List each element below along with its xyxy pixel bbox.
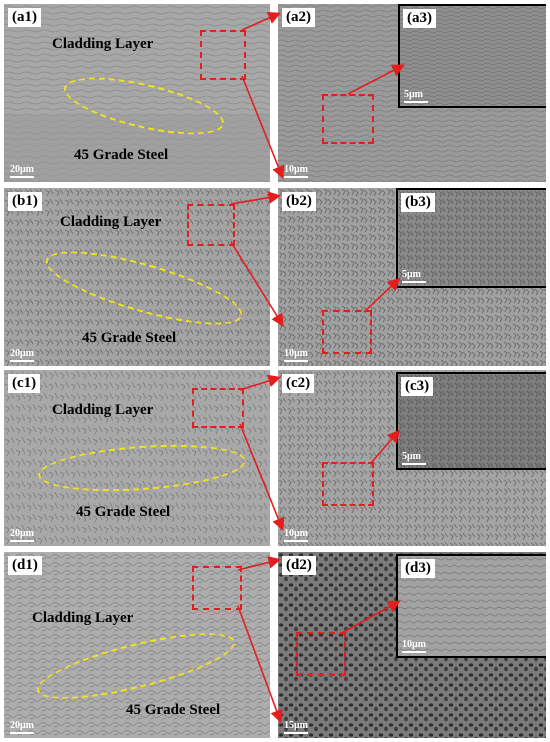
panel-tag: (c2): [282, 374, 315, 393]
cladding-layer-label: Cladding Layer: [52, 36, 154, 52]
inset-a3: (a3) 5μm: [398, 4, 546, 108]
inset-d3: (d3) 10μm: [396, 554, 546, 658]
zoom-region-box: [200, 30, 246, 80]
zoom-region-box: [322, 462, 374, 506]
scale-bar: 20μm: [10, 348, 34, 362]
scale-bar: 15μm: [284, 720, 308, 734]
cladding-layer-label: Cladding Layer: [60, 214, 162, 230]
panel-tag: (b2): [282, 192, 316, 211]
micrograph-texture: [4, 4, 270, 182]
panel-a1: (a1) Cladding Layer 45 Grade Steel 20μm: [4, 4, 270, 182]
panel-b2: (b2) 10μm (b3) 5μm: [278, 188, 546, 366]
row-b: (b1) Cladding Layer 45 Grade Steel 20μm …: [0, 188, 550, 366]
panel-tag: (c1): [8, 374, 41, 393]
inset-c3: (c3) 5μm: [396, 372, 546, 470]
scale-bar: 20μm: [10, 164, 34, 178]
panel-tag: (b3): [401, 193, 435, 212]
panel-tag: (a3): [403, 9, 436, 28]
panel-tag: (c3): [401, 377, 434, 396]
scale-bar: 20μm: [10, 720, 34, 734]
scale-bar: 10μm: [284, 528, 308, 542]
row-c: (c1) Cladding Layer 45 Grade Steel 20μm …: [0, 370, 550, 546]
panel-tag: (b1): [8, 192, 42, 211]
scale-bar: 5μm: [402, 269, 426, 283]
zoom-region-box: [192, 388, 244, 428]
panel-a2: (a2) 10μm (a3) 5μm: [278, 4, 546, 182]
row-a: (a1) Cladding Layer 45 Grade Steel 20μm …: [0, 4, 550, 182]
panel-c2: (c2) 10μm (c3) 5μm: [278, 370, 546, 546]
scale-bar: 5μm: [404, 89, 428, 103]
zoom-region-box: [296, 632, 346, 676]
panel-tag: (d1): [8, 556, 42, 575]
zoom-region-box: [322, 94, 374, 144]
panel-tag: (d3): [401, 559, 435, 578]
zoom-region-box: [187, 204, 235, 246]
cladding-layer-label: Cladding Layer: [32, 610, 134, 626]
panel-d2: (d2) 15μm (d3) 10μm: [278, 552, 546, 738]
row-d: (d1) Cladding Layer 45 Grade Steel 20μm …: [0, 552, 550, 738]
steel-label: 45 Grade Steel: [74, 147, 169, 163]
steel-label: 45 Grade Steel: [126, 702, 221, 718]
panel-tag: (d2): [282, 556, 316, 575]
panel-tag: (a2): [282, 8, 315, 27]
scale-bar: 20μm: [10, 528, 34, 542]
micrograph-texture: [4, 188, 270, 366]
zoom-region-box: [192, 566, 242, 610]
steel-label: 45 Grade Steel: [82, 330, 177, 346]
panel-c1: (c1) Cladding Layer 45 Grade Steel 20μm: [4, 370, 270, 546]
cladding-layer-label: Cladding Layer: [52, 402, 154, 418]
steel-label: 45 Grade Steel: [76, 504, 171, 520]
micrograph-texture: [4, 552, 270, 738]
panel-d1: (d1) Cladding Layer 45 Grade Steel 20μm: [4, 552, 270, 738]
scale-bar: 10μm: [402, 639, 426, 653]
scale-bar: 10μm: [284, 164, 308, 178]
micrograph-texture: [4, 370, 270, 546]
inset-b3: (b3) 5μm: [396, 188, 546, 288]
scale-bar: 10μm: [284, 348, 308, 362]
zoom-region-box: [322, 310, 372, 354]
panel-b1: (b1) Cladding Layer 45 Grade Steel 20μm: [4, 188, 270, 366]
panel-tag: (a1): [8, 8, 41, 27]
scale-bar: 5μm: [402, 451, 426, 465]
